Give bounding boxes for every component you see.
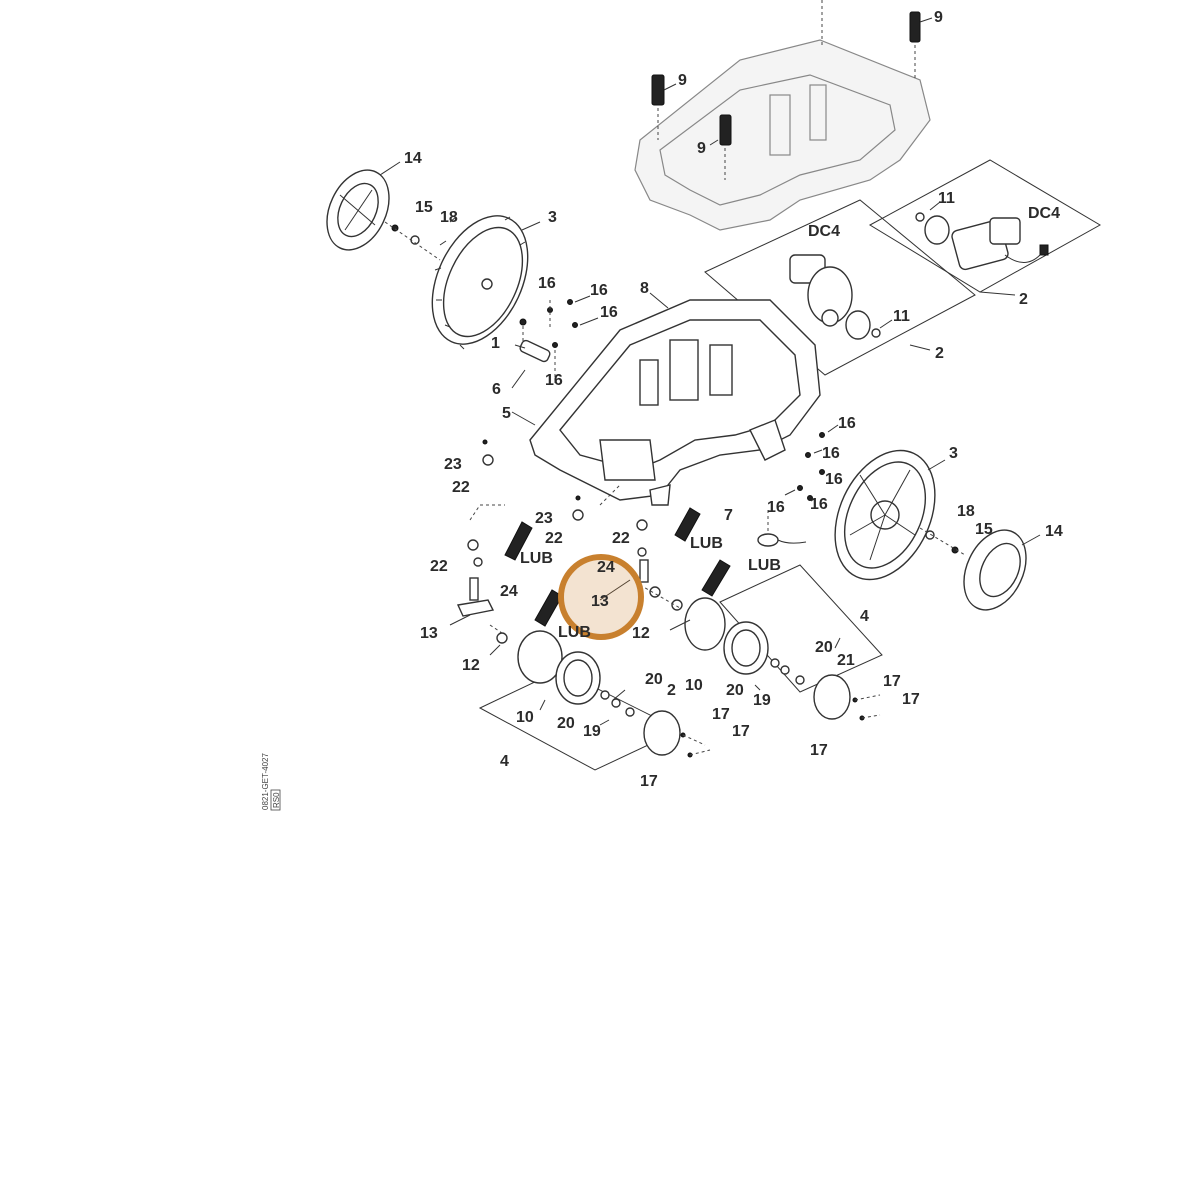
callout-13: 13 xyxy=(591,593,609,610)
callout-24: 24 xyxy=(597,559,615,576)
callout-21: 21 xyxy=(837,652,855,669)
doc-code-text: RS0 xyxy=(272,792,281,808)
callout-17: 17 xyxy=(712,706,730,723)
axle-1-sleeve-6 xyxy=(511,318,551,426)
callout-22: 22 xyxy=(452,479,470,496)
callout-lub: LUB xyxy=(558,624,591,641)
callout-2: 2 xyxy=(1019,291,1028,308)
callout-23: 23 xyxy=(535,510,553,527)
callout-23: 23 xyxy=(444,456,462,473)
wheel-cap-left xyxy=(326,161,401,251)
callout-18: 18 xyxy=(440,209,458,226)
callout-8: 8 xyxy=(640,280,649,297)
document-id: 0821-GET-4027 RS0 xyxy=(261,753,281,811)
callout-18: 18 xyxy=(957,503,975,520)
callout-9: 9 xyxy=(697,140,706,157)
hub-group-left xyxy=(478,630,711,771)
callout-14: 14 xyxy=(1045,523,1063,540)
callout-16: 16 xyxy=(838,415,856,432)
callout-9: 9 xyxy=(678,72,687,89)
callout-20: 20 xyxy=(557,715,575,732)
callout-19: 19 xyxy=(583,723,601,740)
callout-9: 9 xyxy=(934,9,943,26)
callout-20: 20 xyxy=(645,671,663,688)
pin-9-center xyxy=(709,114,732,180)
callout-16: 16 xyxy=(810,496,828,513)
callout-1: 1 xyxy=(491,335,500,352)
callout-5: 5 xyxy=(502,405,511,422)
pin-9-left xyxy=(651,74,677,140)
part-7-cable xyxy=(757,510,807,547)
callout-17: 17 xyxy=(640,773,658,790)
callout-15: 15 xyxy=(975,521,993,538)
callout-lub: LUB xyxy=(748,557,781,574)
callout-16: 16 xyxy=(538,275,556,292)
callout-22: 22 xyxy=(545,530,563,547)
callout-14: 14 xyxy=(404,150,422,167)
wheel-cap-right xyxy=(963,529,1041,611)
motor-dc4-center xyxy=(789,254,893,340)
hub-group-right xyxy=(684,564,883,721)
callout-12: 12 xyxy=(632,625,650,642)
screws-16 xyxy=(547,295,839,501)
chassis xyxy=(529,292,821,506)
upper-housing xyxy=(634,0,931,231)
screw-15-washer-18-left xyxy=(384,221,441,261)
callout-16: 16 xyxy=(545,372,563,389)
callout-3: 3 xyxy=(949,445,958,462)
doc-id-text: 0821-GET-4027 xyxy=(261,753,270,810)
callout-11: 11 xyxy=(893,308,910,325)
highlight-ring xyxy=(558,554,644,640)
callout-15: 15 xyxy=(415,199,433,216)
callout-labels: 9 9 9 14 15 18 3 11 DC4 DC4 2 11 2 16 16… xyxy=(404,9,1063,790)
callout-16: 16 xyxy=(590,282,608,299)
callout-19: 19 xyxy=(753,692,771,709)
callout-7: 7 xyxy=(724,507,733,524)
callout-16: 16 xyxy=(825,471,843,488)
callout-lub: LUB xyxy=(520,550,553,567)
callout-17: 17 xyxy=(902,691,920,708)
leader-lines xyxy=(449,579,841,726)
callout-21: 2 xyxy=(667,682,676,699)
callout-24: 24 xyxy=(500,583,518,600)
callout-lub: LUB xyxy=(690,535,723,552)
motor-dc4-right xyxy=(915,201,1049,271)
callout-20: 20 xyxy=(815,639,833,656)
wheel-left xyxy=(431,215,541,350)
callout-10: 10 xyxy=(516,709,534,726)
callout-17: 17 xyxy=(810,742,828,759)
callout-12: 12 xyxy=(462,657,480,674)
callout-17: 17 xyxy=(883,673,901,690)
callout-16: 16 xyxy=(600,304,618,321)
pin-9-top-right xyxy=(909,11,933,80)
callout-dc4: DC4 xyxy=(1028,205,1060,222)
callout-10: 10 xyxy=(685,677,703,694)
caster-parts xyxy=(456,439,683,644)
callout-2: 2 xyxy=(935,345,944,362)
lub-tubes xyxy=(504,507,731,627)
callout-6: 6 xyxy=(492,381,501,398)
callout-22: 22 xyxy=(430,558,448,575)
callout-4: 4 xyxy=(500,753,509,770)
callout-20: 20 xyxy=(726,682,744,699)
callout-11: 11 xyxy=(938,190,955,207)
callout-17: 17 xyxy=(732,723,750,740)
callout-dc4: DC4 xyxy=(808,223,840,240)
callout-13: 13 xyxy=(420,625,438,642)
callout-16: 16 xyxy=(767,499,785,516)
callout-22: 22 xyxy=(612,530,630,547)
callout-4: 4 xyxy=(860,608,869,625)
callout-16: 16 xyxy=(822,445,840,462)
callout-3: 3 xyxy=(548,209,557,226)
screw-15-washer-18-right xyxy=(919,527,966,556)
